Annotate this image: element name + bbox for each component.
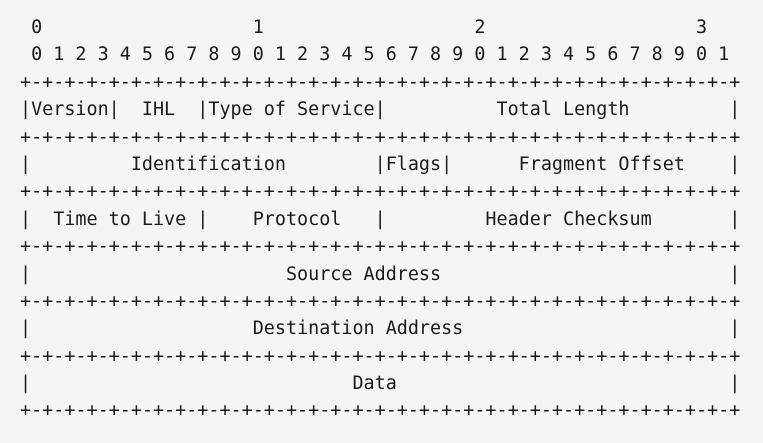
- row-version-ihl-tos-length: |Version| IHL |Type of Service| Total Le…: [20, 99, 741, 121]
- row-separator: +-+-+-+-+-+-+-+-+-+-+-+-+-+-+-+-+-+-+-+-…: [20, 126, 741, 148]
- ip-header-ascii-diagram: 0 1 2 3 0 1 2 3 4 5 6 7 8 9 0 1 2 3 4 5 …: [20, 14, 740, 425]
- row-separator: +-+-+-+-+-+-+-+-+-+-+-+-+-+-+-+-+-+-+-+-…: [20, 71, 741, 93]
- bit-tens-ruler: 0 1 2 3: [20, 17, 708, 38]
- row-separator: +-+-+-+-+-+-+-+-+-+-+-+-+-+-+-+-+-+-+-+-…: [20, 236, 741, 258]
- row-identification-flags-offset: | Identification |Flags| Fragment Offset…: [20, 153, 741, 175]
- row-destination-address: | Destination Address |: [20, 318, 741, 340]
- row-separator: +-+-+-+-+-+-+-+-+-+-+-+-+-+-+-+-+-+-+-+-…: [20, 181, 741, 203]
- row-source-address: | Source Address |: [20, 263, 741, 285]
- row-separator: +-+-+-+-+-+-+-+-+-+-+-+-+-+-+-+-+-+-+-+-…: [20, 345, 741, 367]
- row-separator: +-+-+-+-+-+-+-+-+-+-+-+-+-+-+-+-+-+-+-+-…: [20, 400, 741, 422]
- bit-units-ruler: 0 1 2 3 4 5 6 7 8 9 0 1 2 3 4 5 6 7 8 9 …: [20, 44, 730, 66]
- row-ttl-protocol-checksum: | Time to Live | Protocol | Header Check…: [20, 208, 741, 230]
- row-data: | Data |: [20, 373, 741, 395]
- row-separator: +-+-+-+-+-+-+-+-+-+-+-+-+-+-+-+-+-+-+-+-…: [20, 290, 741, 312]
